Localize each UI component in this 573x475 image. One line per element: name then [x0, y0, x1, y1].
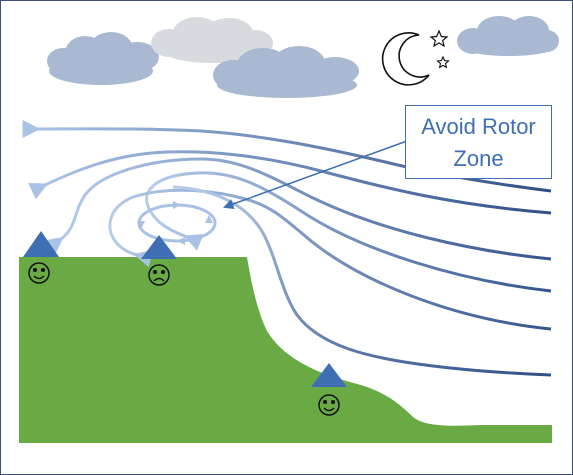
smiley-face-icon [318, 394, 340, 416]
cloud-icon [151, 17, 273, 63]
cloud-icon [47, 32, 159, 85]
streamline [44, 157, 552, 261]
cloud-icon [457, 16, 559, 56]
tent-icon [311, 363, 347, 387]
streamline [145, 171, 552, 293]
callout-line-1: Avoid Rotor [421, 114, 536, 139]
streamline [108, 188, 552, 331]
streamline [172, 185, 552, 377]
tent-icon [141, 235, 177, 259]
callout-line-2: Zone [453, 146, 504, 171]
avoid-rotor-zone-callout: Avoid Rotor Zone [405, 105, 552, 179]
cloud-icon [213, 46, 359, 98]
terrain [19, 257, 552, 443]
callout-arrow [223, 140, 408, 210]
streamline [28, 150, 552, 215]
star-icon [436, 55, 450, 69]
smiley-face-icon [28, 262, 50, 284]
crescent-moon-icon [381, 32, 430, 86]
rotor-eddy [137, 201, 217, 245]
star-icon [429, 29, 449, 48]
tent-icon [23, 231, 59, 257]
worried-face-icon [148, 264, 170, 286]
